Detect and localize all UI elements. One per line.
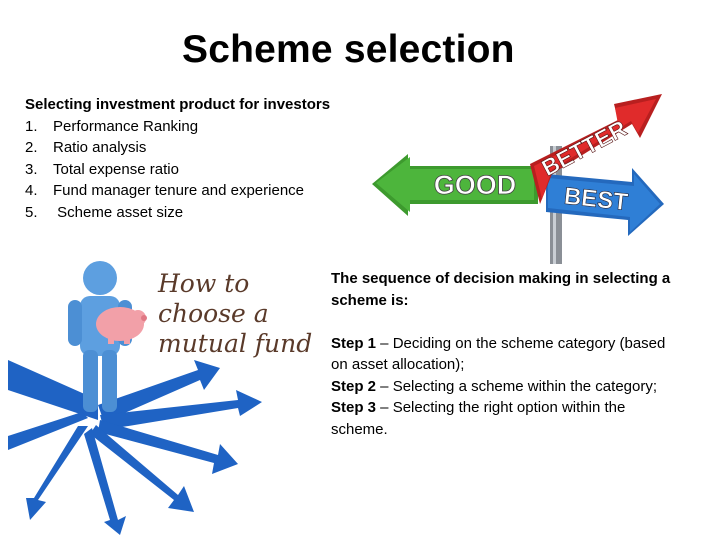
list-item: 3. Total expense ratio: [25, 159, 365, 181]
selection-criteria-list: Selecting investment product for investo…: [25, 94, 365, 223]
list-item-label: Fund manager tenure and experience: [53, 182, 305, 199]
choose-mutual-fund-illustration: How to choose a mutual fund: [8, 261, 312, 535]
list-item-number: 2.: [25, 139, 38, 156]
steps-intro: The sequence of decision making in selec…: [331, 270, 671, 309]
list-item-label: Performance Ranking: [53, 117, 199, 135]
good-label: GOOD: [434, 170, 517, 200]
diverging-arrows: [8, 360, 262, 535]
list-item-label: Total expense ratio: [53, 160, 179, 178]
step-text: – Selecting the right option within the …: [331, 399, 626, 438]
list-heading: Selecting investment product for investo…: [25, 96, 331, 113]
step-item: Step 2 – Selecting a scheme within the c…: [331, 376, 681, 398]
list-item-number: 1.: [25, 117, 38, 135]
piggy-bank-icon: [96, 307, 147, 344]
handwritten-caption: How to choose a mutual fund: [157, 269, 312, 358]
list-item-number: 4.: [25, 182, 38, 199]
good-arrow: GOOD: [372, 154, 538, 216]
list-item: 4. Fund manager tenure and experience: [25, 180, 365, 202]
step-label: Step 1: [331, 334, 377, 352]
best-label: BEST: [563, 183, 630, 217]
list-item: 1. Performance Ranking: [25, 116, 365, 138]
caption-line-3: mutual fund: [158, 329, 312, 358]
list-item-number: 3.: [25, 160, 38, 178]
good-better-best-signpost: GOOD BEST BETTER: [372, 94, 664, 264]
list-item-label: Scheme asset size: [53, 203, 184, 221]
step-item: Step 1 – Deciding on the scheme category…: [331, 333, 681, 376]
step-label: Step 3: [331, 399, 377, 416]
list-item: 2. Ratio analysis: [25, 137, 365, 159]
list-item-number: 5.: [25, 203, 38, 221]
step-item: Step 3 – Selecting the right option with…: [331, 397, 681, 440]
list-item: 5. Scheme asset size: [25, 202, 365, 224]
step-text: – Selecting a scheme within the category…: [376, 377, 658, 395]
decision-steps: The sequence of decision making in selec…: [331, 268, 681, 440]
caption-line-1: How to: [157, 269, 249, 298]
list-item-label: Ratio analysis: [53, 139, 147, 156]
caption-line-2: choose a: [158, 299, 269, 328]
step-label: Step 2: [331, 377, 377, 395]
step-text: – Deciding on the scheme category (based…: [331, 334, 666, 374]
slide-title: Scheme selection: [182, 28, 515, 71]
best-arrow: BEST: [546, 168, 664, 236]
